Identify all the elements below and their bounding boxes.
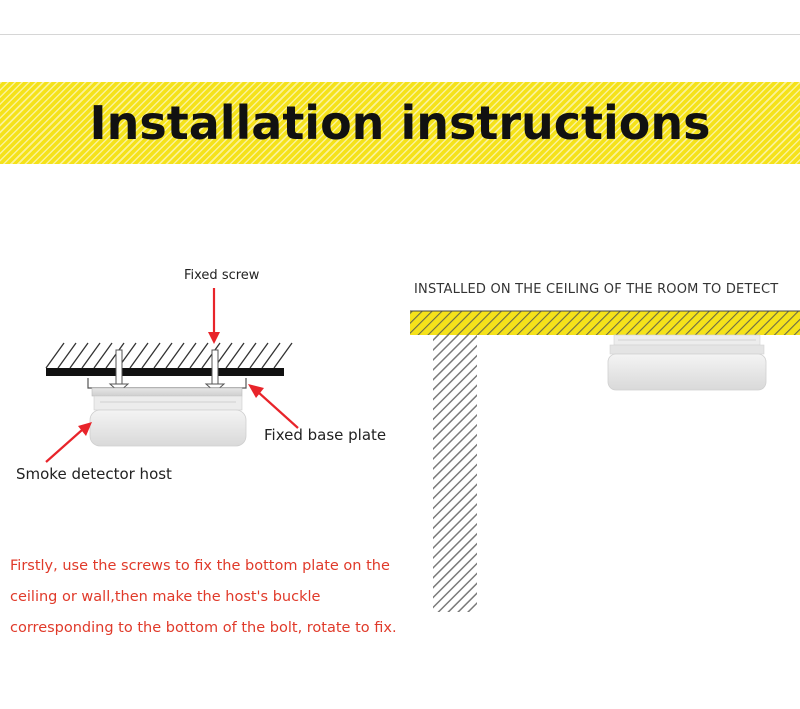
instruction-line: Firstly, use the screws to fix the botto… [10, 558, 390, 574]
ceiling-installation-caption: INSTALLED ON THE CEILING OF THE ROOM TO … [414, 282, 779, 297]
fixed-screw-label: Fixed screw [184, 268, 260, 283]
ceiling-slab [410, 311, 800, 335]
arrow-to-screw [208, 288, 220, 344]
instructions-text: Firstly, use the screws to fix the botto… [10, 556, 440, 649]
wall [433, 335, 477, 612]
title-banner: Installation instructions [0, 82, 800, 164]
smoke-detector-host [89, 395, 247, 447]
fixed-base-plate [87, 378, 247, 389]
arrow-to-base-plate [248, 384, 299, 429]
smoke-detector-host-label: Smoke detector host [16, 465, 172, 483]
ceiling-board [46, 368, 284, 376]
top-border [0, 0, 800, 35]
instruction-line: ceiling or wall,then make the host's buc… [10, 589, 321, 605]
base-plate-rim [91, 387, 243, 397]
instruction-line: corresponding to the bottom of the bolt,… [10, 620, 397, 636]
ceiling-hatching [45, 342, 293, 369]
fixed-base-plate-label: Fixed base plate [264, 426, 387, 444]
installed-detector [607, 334, 767, 391]
arrow-to-host [45, 422, 92, 463]
page-title: Installation instructions [89, 96, 711, 150]
